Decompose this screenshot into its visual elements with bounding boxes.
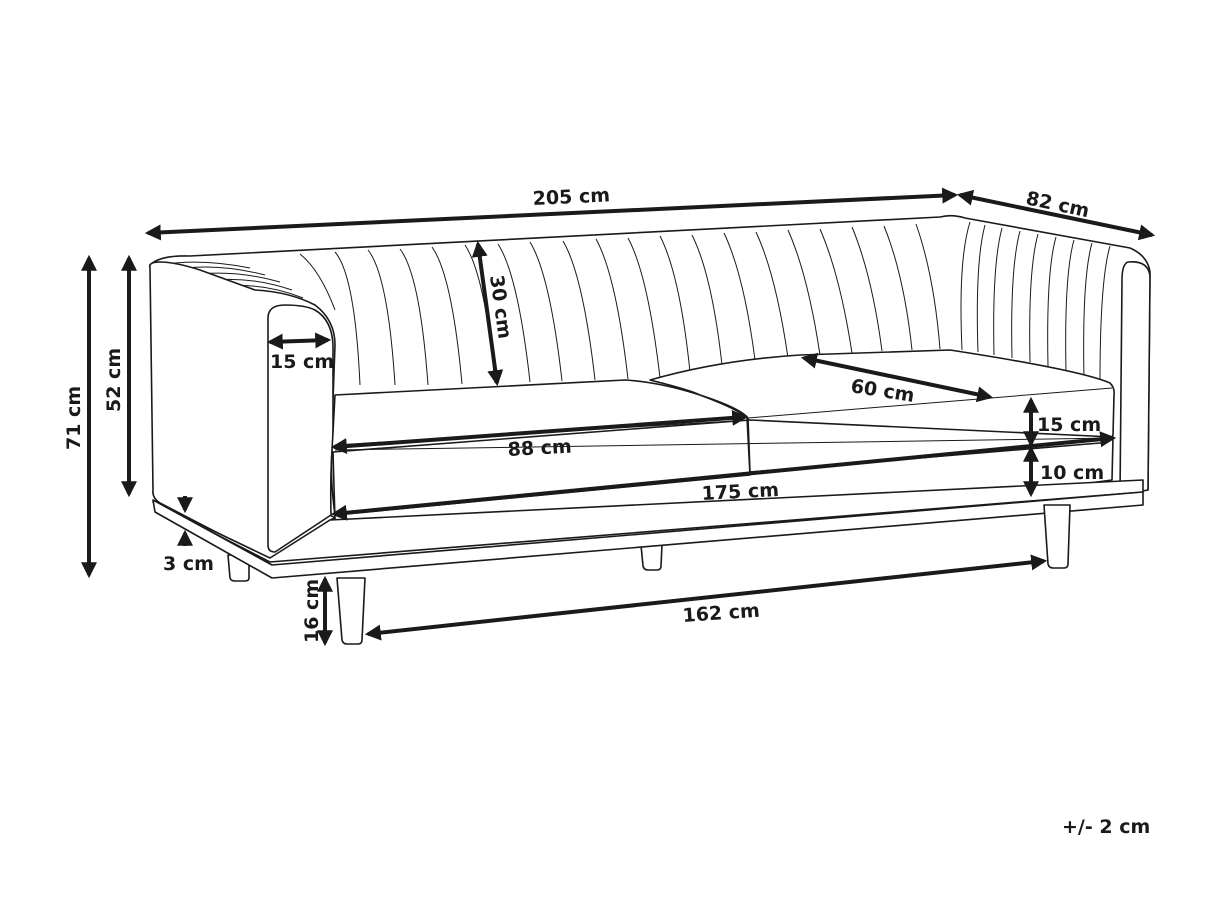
label-arm-height: 52 cm (103, 348, 125, 412)
label-overall-height: 71 cm (63, 386, 85, 450)
label-arm-width: 15 cm (270, 351, 334, 373)
label-seat-base-height: 10 cm (1040, 462, 1104, 484)
backrest-channels (299, 221, 1111, 386)
label-overall-width: 205 cm (532, 184, 610, 210)
label-seat-width: 175 cm (701, 479, 779, 505)
label-plinth-thickness: 3 cm (163, 553, 214, 575)
label-cushion-thickness: 15 cm (1037, 414, 1101, 436)
label-leg-spacing: 162 cm (682, 600, 761, 627)
label-leg-height: 16 cm (301, 579, 323, 643)
dimension-lines (81, 187, 1156, 647)
label-cushion-width: 88 cm (507, 436, 572, 461)
sofa-drawing (148, 214, 1151, 645)
tolerance-note: +/- 2 cm (1062, 816, 1151, 838)
